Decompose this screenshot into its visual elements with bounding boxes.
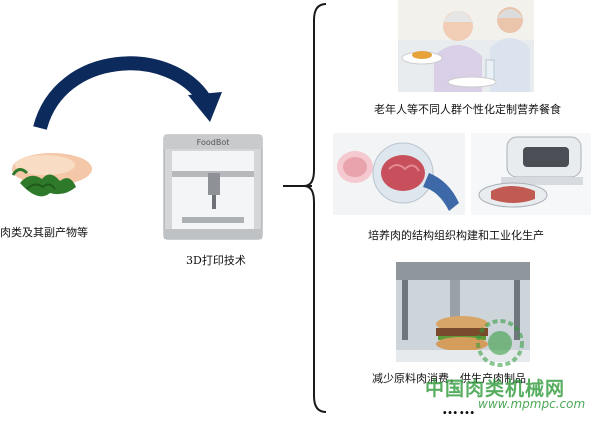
watermark-logo — [475, 318, 525, 368]
watermark-url: www.mpmpc.com — [478, 397, 586, 411]
meat-printer-image — [471, 133, 591, 215]
printer-brand: FoodBot — [197, 138, 230, 147]
printer-label: 3D打印技术 — [186, 254, 246, 267]
cultured-meat-image — [333, 133, 465, 215]
meat-image — [5, 145, 95, 207]
watermark-name: 中国肉类机械网 — [425, 378, 566, 400]
source-label: 肉类及其副产物等 — [0, 226, 88, 239]
printer-image: FoodBot — [160, 133, 266, 243]
elderly-meal-image — [398, 0, 534, 92]
output-label-1: 老年人等不同人群个性化定制营养餐食 — [374, 103, 561, 116]
output-label-2: 培养肉的结构组织构建和工业化生产 — [368, 229, 544, 242]
more-dots: …… — [442, 399, 476, 418]
output-label-3: 减少原料肉消费，供生产肉制品 — [372, 372, 526, 385]
